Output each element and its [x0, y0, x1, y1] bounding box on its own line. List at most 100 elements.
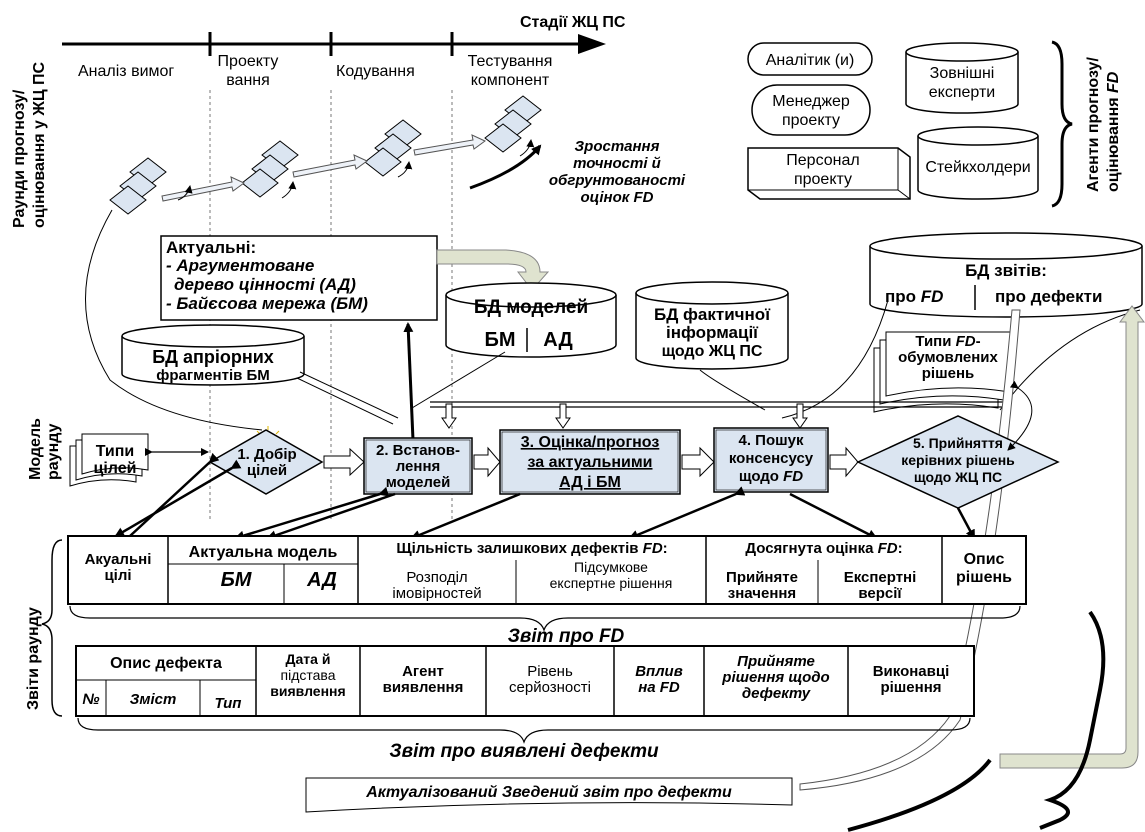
- agent-external-line1: Зовнішні: [930, 65, 995, 82]
- feed-arrows: [441, 403, 808, 429]
- defect-col-severity-line1: Рівень: [527, 663, 573, 680]
- db-models: БД моделей БМ АД: [445, 282, 617, 358]
- agent-manager-line2: проекту: [782, 112, 840, 129]
- db-models-ad: АД: [543, 329, 572, 351]
- step-3-line2: за актуальними: [528, 454, 653, 471]
- fd-report-caption: Звіт про FD: [508, 626, 625, 647]
- fd-col-model: Актуальна модель: [189, 544, 338, 561]
- step-2-line3: моделей: [386, 474, 451, 491]
- defect-col-date-line1: Дата й: [286, 651, 331, 667]
- agent-analyst: Аналітик (и): [766, 52, 855, 69]
- actual-item1-line2: дерево цінності (АД): [174, 275, 356, 294]
- fd-col-accepted-line2: значення: [728, 585, 796, 602]
- goal-types-stack: Типи цілей: [69, 433, 149, 487]
- db-reports: БД звітів: про FD про дефекти: [869, 232, 1143, 318]
- accuracy-line2: точності й: [573, 155, 661, 172]
- fd-col-distribution-line1: Розподіл: [406, 569, 467, 586]
- db-models-bm: БМ: [484, 329, 515, 351]
- fd-col-distribution-line2: імовірностей: [392, 585, 481, 602]
- step-1-line2: цілей: [247, 462, 287, 479]
- round-model-label-line1: Модель: [27, 418, 44, 480]
- timeline: Стадії ЖЦ ПС Аналіз вимог Проекту вання …: [62, 14, 626, 520]
- step-4-line1: 4. Пошук: [739, 432, 804, 449]
- fd-col-model-bm: БМ: [221, 569, 253, 591]
- report-arrows: [114, 452, 976, 541]
- accuracy-line3: обгрунтованості: [549, 172, 686, 189]
- round-reports-label: Звіти раунду: [25, 539, 63, 717]
- goal-types-line2: цілей: [94, 460, 137, 477]
- fd-col-expert-line2: версії: [858, 585, 902, 602]
- db-reports-fd: про FD: [885, 287, 943, 306]
- defect-report-table: Опис дефекта № Зміст Тип Дата й підстава…: [75, 645, 975, 717]
- defect-col-decision-line2: рішення щодо: [721, 669, 829, 686]
- db-apriori-line2: фрагментів БМ: [156, 367, 270, 384]
- defect-col-type: Тип: [215, 695, 242, 712]
- fd-col-decisions-line2: рішень: [956, 569, 1012, 586]
- decision-types-line3: рішень: [922, 365, 974, 382]
- fd-col-model-ad: АД: [306, 569, 337, 591]
- actual-models-box: Актуальні: - Аргументоване дерево ціннос…: [160, 235, 438, 321]
- feedback-arrow: [999, 305, 1145, 769]
- stage-design-line2: вання: [226, 72, 270, 89]
- flow-arrow-4-5: [829, 446, 859, 478]
- stage-requirements: Аналіз вимог: [78, 63, 174, 80]
- step-4-line3: щодо FD: [739, 468, 803, 485]
- db-factual-line2: інформації: [666, 323, 759, 342]
- step-3-line1: 3. Оцінка/прогноз: [521, 434, 660, 451]
- defect-col-content: Зміст: [130, 691, 177, 708]
- defect-col-agent-line2: виявлення: [383, 679, 464, 696]
- round-stack-3: [364, 119, 422, 177]
- step-2: 2. Встанов- лення моделей: [363, 437, 473, 495]
- db-reports-defects: про дефекти: [995, 287, 1102, 306]
- stage-testing-line2: компонент: [471, 72, 550, 89]
- step-4: 4. Пошук консенсусу щодо FD: [713, 427, 829, 493]
- flow-arrow-1-2: [323, 447, 365, 477]
- decision-types-line1: Типи FD-: [915, 333, 980, 350]
- db-factual-line3: щодо ЖЦ ПС: [662, 343, 763, 360]
- step-3-line3: АД і БМ: [559, 474, 621, 491]
- fd-col-expert-line1: Експертні: [844, 569, 917, 586]
- db-reports-title: БД звітів:: [965, 261, 1047, 280]
- agents-group: Аналітик (и) Менеджер проекту Персонал п…: [747, 40, 1122, 208]
- fd-col-final-line1: Підсумкове: [574, 559, 648, 575]
- round-model-label: Модель раунду: [27, 418, 62, 480]
- step-2-line1: 2. Встанов-: [376, 442, 460, 459]
- fd-col-accepted-line1: Прийняте: [726, 569, 798, 586]
- agent-personnel-line2: проекту: [794, 171, 852, 188]
- defect-col-severity-line2: серйозності: [509, 679, 591, 696]
- step-3: 3. Оцінка/прогноз за актуальними АД і БМ: [499, 429, 681, 495]
- db-factual-line1: БД фактичної: [654, 305, 771, 324]
- flow-arrow-2-3: [473, 446, 501, 478]
- defect-col-impact-line2: на FD: [638, 679, 680, 696]
- actual-item1-line1: - Аргументоване: [166, 256, 314, 275]
- accuracy-label: Зростання точності й обгрунтованості оці…: [549, 138, 686, 206]
- summary-report-text: Актуалізований Зведений звіт про дефекти: [365, 784, 732, 801]
- fd-col-achieved: Досягнута оцінка FD:: [745, 540, 902, 557]
- defect-col-impact-line1: Вплив: [635, 663, 683, 680]
- rounds-axis-line1: Раунди прогнозу/: [11, 89, 28, 228]
- step-5-line1: 5. Прийняття: [913, 435, 1003, 451]
- defect-col-desc: Опис дефекта: [110, 655, 222, 672]
- defect-col-executors-line2: рішення: [880, 679, 941, 696]
- stage-testing-line1: Тестування: [468, 53, 553, 70]
- fd-col-decisions-line1: Опис: [964, 551, 1005, 568]
- accuracy-line4: оцінок FD: [580, 189, 653, 206]
- decision-types-stack: Типи FD- обумовлених рішень: [873, 331, 1011, 413]
- db-factual: БД фактичної інформації щодо ЖЦ ПС: [635, 281, 789, 370]
- goal-types-line1: Типи: [96, 443, 135, 460]
- fd-col-goals-line2: цілі: [104, 567, 131, 584]
- step-1: 1. Добір цілей: [208, 429, 324, 495]
- actual-to-models-arrow: [436, 249, 550, 291]
- defect-col-agent-line1: Агент: [402, 663, 444, 680]
- fd-col-goals-line1: Акуальні: [85, 551, 152, 568]
- defect-col-decision-line1: Прийняте: [737, 653, 815, 670]
- step-5: 5. Прийняття керівних рішень щодо ЖЦ ПС: [856, 415, 1060, 509]
- db-apriori-line1: БД апріорних: [152, 347, 274, 367]
- round-stack-4: [484, 95, 542, 153]
- summary-report: Актуалізований Зведений звіт про дефекти: [305, 777, 793, 813]
- decision-types-line2: обумовлених: [898, 349, 998, 366]
- agents-axis-line2: оцінювання FD: [1105, 71, 1122, 192]
- agent-stakeholders: Стейкхолдери: [925, 159, 1030, 176]
